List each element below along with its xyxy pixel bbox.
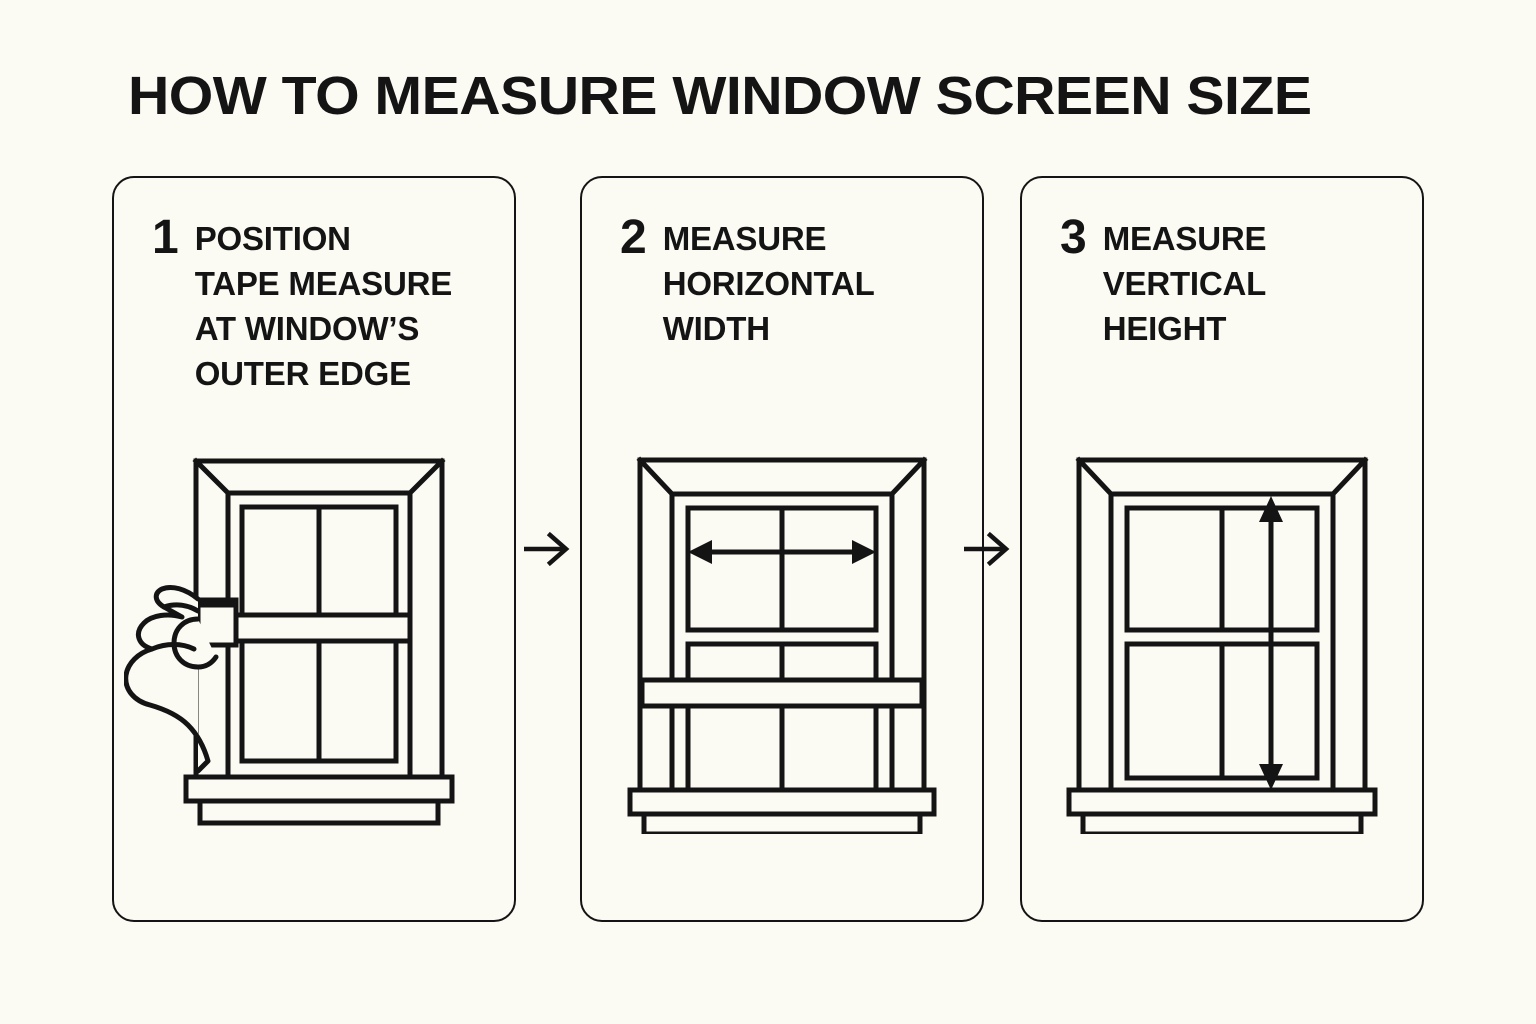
step-1-title-line-1: POSITION <box>194 220 351 257</box>
horizontal-measure-arrow-icon <box>688 540 876 564</box>
step-card-1[interactable]: 1 POSITION TAPE MEASURE AT WINDOW’S OUTE… <box>112 176 516 922</box>
step-3-illustration <box>1022 452 1422 834</box>
step-2-title-line-3: WIDTH <box>662 310 770 347</box>
vertical-measure-arrow-icon <box>1259 496 1283 790</box>
step-3-title-line-2: VERTICAL <box>1102 265 1267 302</box>
step-2-title-line-2: HORIZONTAL <box>662 265 875 302</box>
step-1-heading: 1 POSITION TAPE MEASURE AT WINDOW’S OUTE… <box>152 211 496 396</box>
step-1-title-line-3: AT WINDOW’S <box>194 310 420 347</box>
step-2-illustration <box>582 452 982 834</box>
steps-row: 1 POSITION TAPE MEASURE AT WINDOW’S OUTE… <box>112 176 1424 922</box>
step-3-title-line-1: MEASURE <box>1102 220 1267 257</box>
arrow-right-icon <box>964 531 1010 567</box>
step-2-heading: 2 MEASURE HORIZONTAL WIDTH <box>620 211 964 351</box>
step-card-3[interactable]: 3 MEASURE VERTICAL HEIGHT <box>1020 176 1424 922</box>
step-connector-1 <box>516 176 580 922</box>
hand-icon <box>124 584 219 774</box>
step-1-title-line-4: OUTER EDGE <box>194 355 411 392</box>
step-3-title-line-3: HEIGHT <box>1102 310 1227 347</box>
page-title: HOW TO MEASURE WINDOW SCREEN SIZE <box>128 66 1312 126</box>
step-connector-2 <box>956 176 1020 922</box>
step-2-number: 2 <box>620 211 647 264</box>
step-3-number: 3 <box>1060 211 1087 264</box>
step-1-title: POSITION TAPE MEASURE AT WINDOW’S OUTER … <box>194 216 453 396</box>
step-2-title-line-1: MEASURE <box>662 220 827 257</box>
step-3-heading: 3 MEASURE VERTICAL HEIGHT <box>1060 211 1404 351</box>
step-1-number: 1 <box>152 211 179 264</box>
step-3-title: MEASURE VERTICAL HEIGHT <box>1103 216 1267 351</box>
step-1-illustration <box>114 453 514 828</box>
step-1-title-line-2: TAPE MEASURE <box>194 265 453 302</box>
step-2-title: MEASURE HORIZONTAL WIDTH <box>663 216 875 351</box>
step-card-2[interactable]: 2 MEASURE HORIZONTAL WIDTH <box>580 176 984 922</box>
arrow-right-icon <box>524 531 570 567</box>
